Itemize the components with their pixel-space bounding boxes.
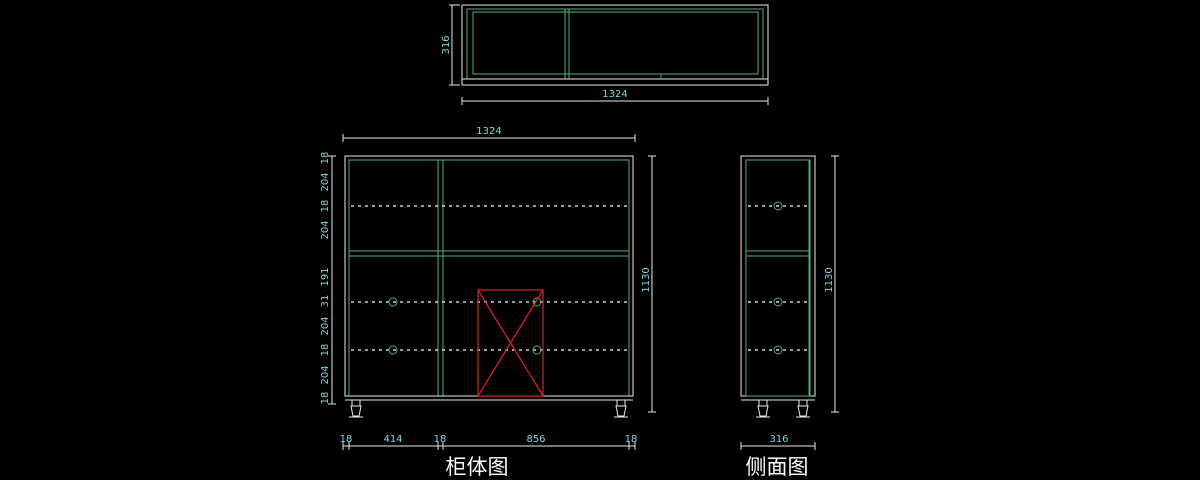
front-left-dim: 18 [320,200,331,213]
cabinet-feet [349,399,628,418]
knob-icon [532,345,542,355]
front-view-width-label: 1324 [476,126,501,137]
front-bottom-dim: 18 [340,434,353,445]
side-view-caption: 侧面图 [746,455,809,479]
side-view-height-label: 1130 [824,267,835,292]
front-left-dim: 31 [320,295,331,308]
front-view: 1324 [320,126,656,479]
front-left-dim: 18 [320,344,331,357]
knob-icon [773,201,783,211]
knob-icon [773,345,783,355]
front-left-dim: 18 [320,392,331,405]
front-left-dim: 204 [320,220,331,239]
top-view-width-label: 1324 [602,89,627,100]
front-left-dim: 204 [320,316,331,335]
front-left-dim: 18 [320,152,331,165]
side-view: 1130 316 侧面图 [740,155,839,479]
front-left-dim: 204 [320,365,331,384]
side-view-depth-label: 316 [769,434,788,445]
knob-icon [388,345,398,355]
front-bottom-dim: 18 [434,434,447,445]
knob-icon [773,297,783,307]
front-bottom-dim: 18 [625,434,638,445]
front-left-dim: 191 [320,267,331,286]
front-left-dim: 204 [320,172,331,191]
top-view: 316 1324 [441,4,769,105]
front-view-height-label: 1130 [641,267,652,292]
front-bottom-dim: 414 [383,434,402,445]
opening-cross-box [477,289,544,397]
front-bottom-dim: 856 [526,434,545,445]
top-view-depth-label: 316 [441,35,452,54]
front-view-caption: 柜体图 [446,455,509,479]
knob-icon [388,297,398,307]
knob-icon [532,297,542,307]
side-feet [756,399,810,418]
